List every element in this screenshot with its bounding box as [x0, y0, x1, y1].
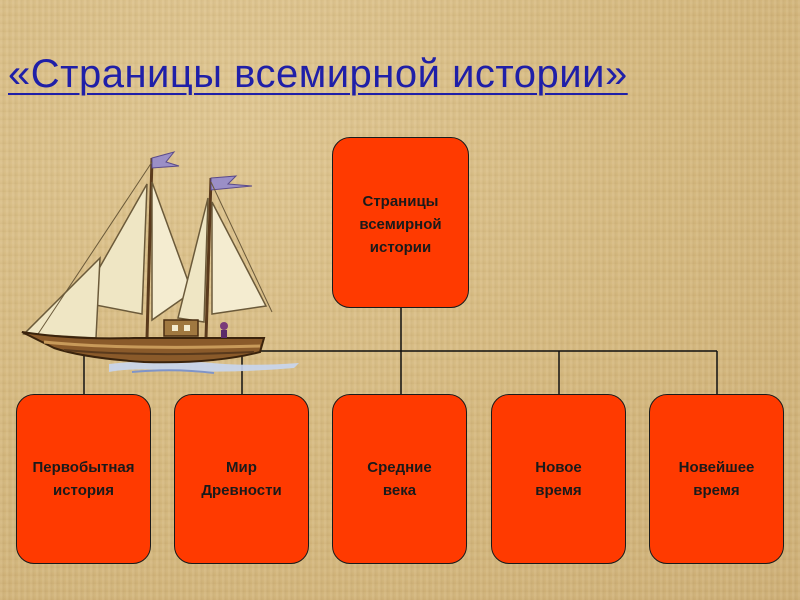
period-box-label: Средние века	[367, 459, 432, 499]
slide-title: «Страницы всемирной истории»	[8, 52, 628, 96]
root-box-world-history: Страницы всемирной истории	[332, 137, 469, 308]
period-box-label: Первобытная история	[32, 459, 135, 499]
period-box-label: Новейшее время	[678, 459, 755, 499]
period-box-primitive: Первобытная история	[16, 394, 151, 564]
period-box-label: Мир Древности	[201, 459, 282, 499]
sailing-ship-icon	[21, 151, 299, 374]
period-box-middle-ages: Средние века	[332, 394, 467, 564]
period-box-ancient-world: Мир Древности	[174, 394, 309, 564]
period-box-label: Новое время	[535, 459, 582, 499]
period-box-contemporary-time: Новейшее время	[649, 394, 784, 564]
root-box-label: Страницы всемирной истории	[359, 193, 442, 256]
period-box-modern-time: Новое время	[491, 394, 626, 564]
